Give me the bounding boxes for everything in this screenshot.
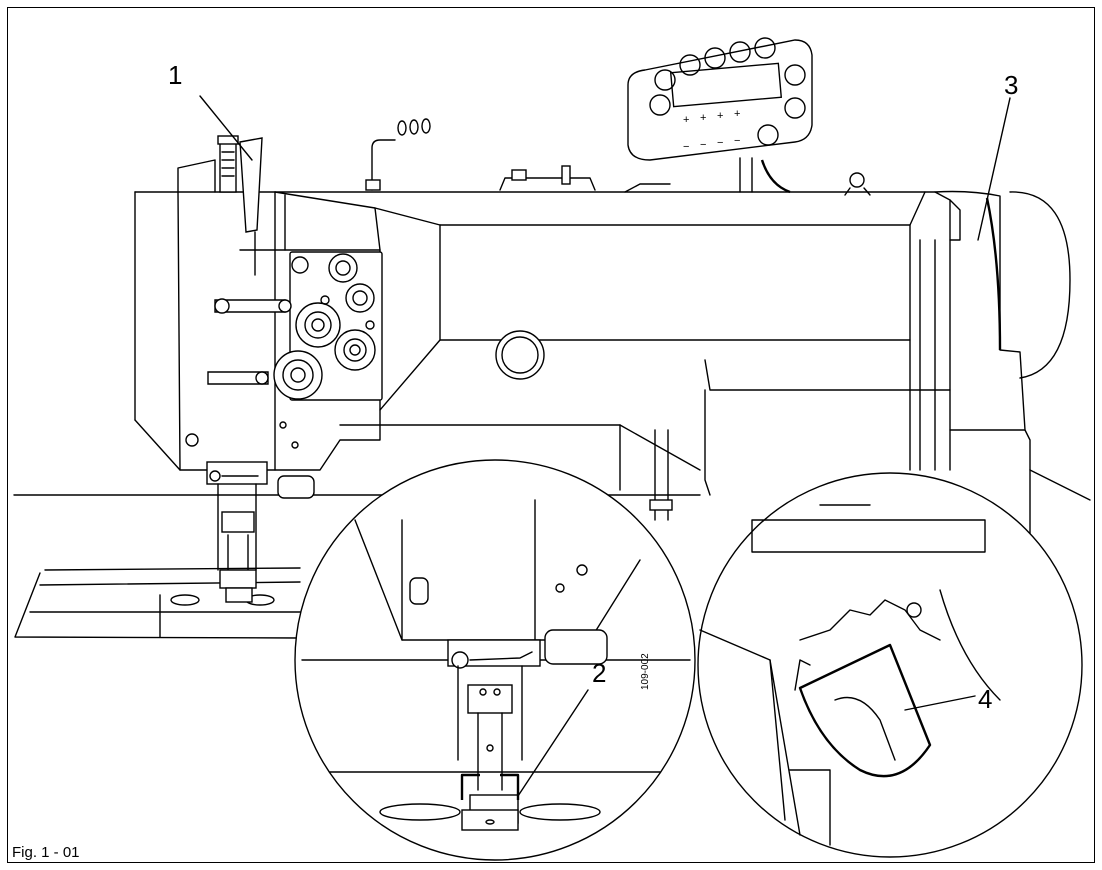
panel-sign-7: − <box>717 137 723 149</box>
panel-sign-2: + <box>700 112 706 124</box>
callout-2: 2 <box>517 658 606 797</box>
panel-sign-1: + <box>683 114 689 126</box>
control-panel: + + + + − − − − <box>627 37 813 194</box>
callout-4: 4 <box>904 684 992 714</box>
figure-caption: Fig. 1 - 01 <box>12 844 80 861</box>
callout-label-1: 1 <box>168 60 182 90</box>
callout-1: 1 <box>168 60 253 161</box>
callout-label-3: 3 <box>1004 70 1018 100</box>
callout-label-4: 4 <box>978 684 992 714</box>
tension-assemblies <box>185 135 383 449</box>
callout-3: 3 <box>977 70 1018 241</box>
panel-sign-3: + <box>717 110 723 122</box>
detail-view-presser-foot: 109-002 <box>294 459 696 861</box>
drawing-code: 109-002 <box>640 653 651 690</box>
thread-guides <box>365 118 871 196</box>
panel-sign-6: − <box>700 139 706 151</box>
figure-frame <box>7 7 1095 863</box>
panel-sign-8: − <box>734 135 740 147</box>
callout-label-2: 2 <box>592 658 606 688</box>
panel-sign-5: − <box>683 141 689 153</box>
presser-foot-main <box>206 461 315 603</box>
detail-view-lever <box>697 472 1083 858</box>
table-surface <box>13 469 1091 639</box>
panel-sign-4: + <box>734 108 740 120</box>
